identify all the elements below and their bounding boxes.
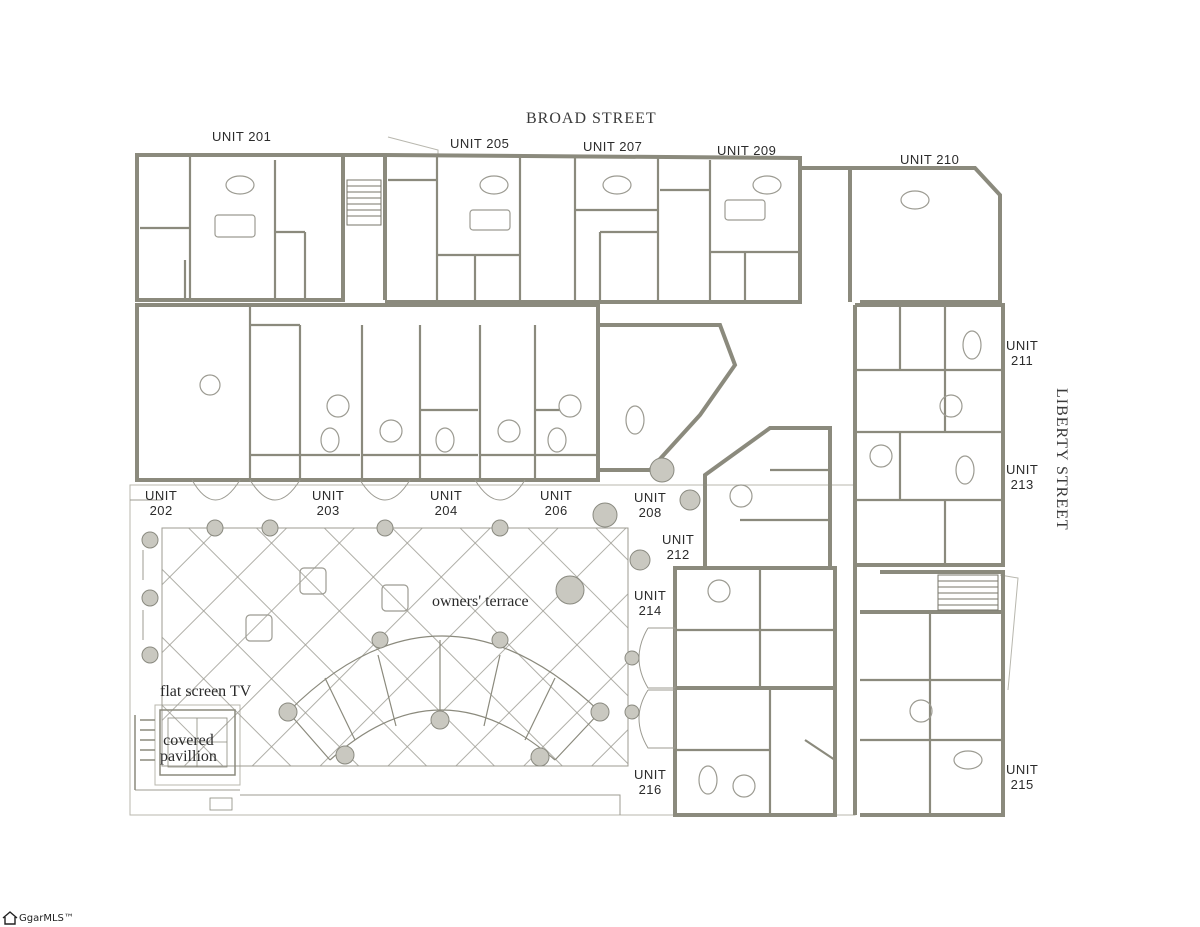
unit-202-label: UNIT 202 bbox=[145, 488, 177, 518]
furniture bbox=[199, 175, 983, 798]
liberty-street-label: LIBERTY STREET bbox=[1053, 388, 1070, 531]
unit-208-label: UNIT 208 bbox=[634, 490, 666, 520]
bay-windows bbox=[130, 479, 676, 815]
plants bbox=[141, 457, 701, 767]
unit-213-word: UNIT bbox=[1006, 462, 1039, 477]
unit-206-label: UNIT 206 bbox=[540, 488, 572, 518]
unit-204-number: 204 bbox=[434, 503, 458, 518]
unit-208-number: 208 bbox=[638, 505, 662, 520]
unit-203-word: UNIT bbox=[312, 488, 345, 503]
unit-216-word: UNIT bbox=[634, 767, 667, 782]
building-walls bbox=[135, 153, 1005, 817]
flat-screen-tv-label: flat screen TV bbox=[160, 683, 252, 700]
unit-212-number: 212 bbox=[666, 547, 690, 562]
unit-202-number: 202 bbox=[149, 503, 173, 518]
unit-212-word: UNIT bbox=[662, 532, 695, 547]
unit-206-word: UNIT bbox=[540, 488, 573, 503]
unit-214-label: UNIT 214 bbox=[634, 588, 666, 618]
unit-213-label: UNIT 213 bbox=[1006, 462, 1038, 492]
covered-pavillion bbox=[134, 709, 236, 811]
unit-216-number: 216 bbox=[638, 782, 662, 797]
unit-206-number: 206 bbox=[544, 503, 568, 518]
unit-215-word: UNIT bbox=[1006, 762, 1039, 777]
unit-211-label: UNIT 211 bbox=[1006, 338, 1038, 368]
unit-216-label: UNIT 216 bbox=[634, 767, 666, 797]
unit-213-number: 213 bbox=[1010, 477, 1034, 492]
stairwell bbox=[346, 179, 999, 611]
mls-watermark: GgarMLS™ bbox=[2, 911, 74, 925]
unit-204-word: UNIT bbox=[430, 488, 463, 503]
unit-212-label: UNIT 212 bbox=[662, 532, 694, 562]
unit-214-word: UNIT bbox=[634, 588, 667, 603]
unit-211-number: 211 bbox=[1011, 353, 1034, 368]
unit-205-label: UNIT 205 bbox=[450, 136, 510, 151]
unit-215-number: 215 bbox=[1010, 777, 1034, 792]
unit-209-label: UNIT 209 bbox=[717, 143, 777, 158]
unit-211-word: UNIT bbox=[1006, 338, 1039, 353]
unit-207-label: UNIT 207 bbox=[583, 139, 643, 154]
unit-208-word: UNIT bbox=[634, 490, 667, 505]
interior-walls bbox=[140, 155, 1003, 815]
broad-street-label: BROAD STREET bbox=[526, 110, 657, 127]
terrace-arc-seating bbox=[287, 635, 601, 761]
unit-203-label: UNIT 203 bbox=[312, 488, 344, 518]
unit-210-label: UNIT 210 bbox=[900, 152, 960, 167]
unit-203-number: 203 bbox=[316, 503, 340, 518]
owners-terrace-paving bbox=[161, 527, 629, 767]
house-icon bbox=[2, 911, 18, 925]
unit-201-label: UNIT 201 bbox=[212, 129, 272, 144]
unit-214-number: 214 bbox=[638, 603, 662, 618]
unit-204-label: UNIT 204 bbox=[430, 488, 462, 518]
mls-watermark-text: GgarMLS™ bbox=[19, 912, 74, 924]
unit-215-label: UNIT 215 bbox=[1006, 762, 1038, 792]
covered-pavillion-label: covered pavillion bbox=[160, 733, 217, 765]
pavillion-line-1: covered bbox=[163, 732, 214, 749]
pavillion-line-2: pavillion bbox=[160, 748, 217, 765]
unit-202-word: UNIT bbox=[145, 488, 178, 503]
owners-terrace-label: owners' terrace bbox=[432, 593, 529, 610]
